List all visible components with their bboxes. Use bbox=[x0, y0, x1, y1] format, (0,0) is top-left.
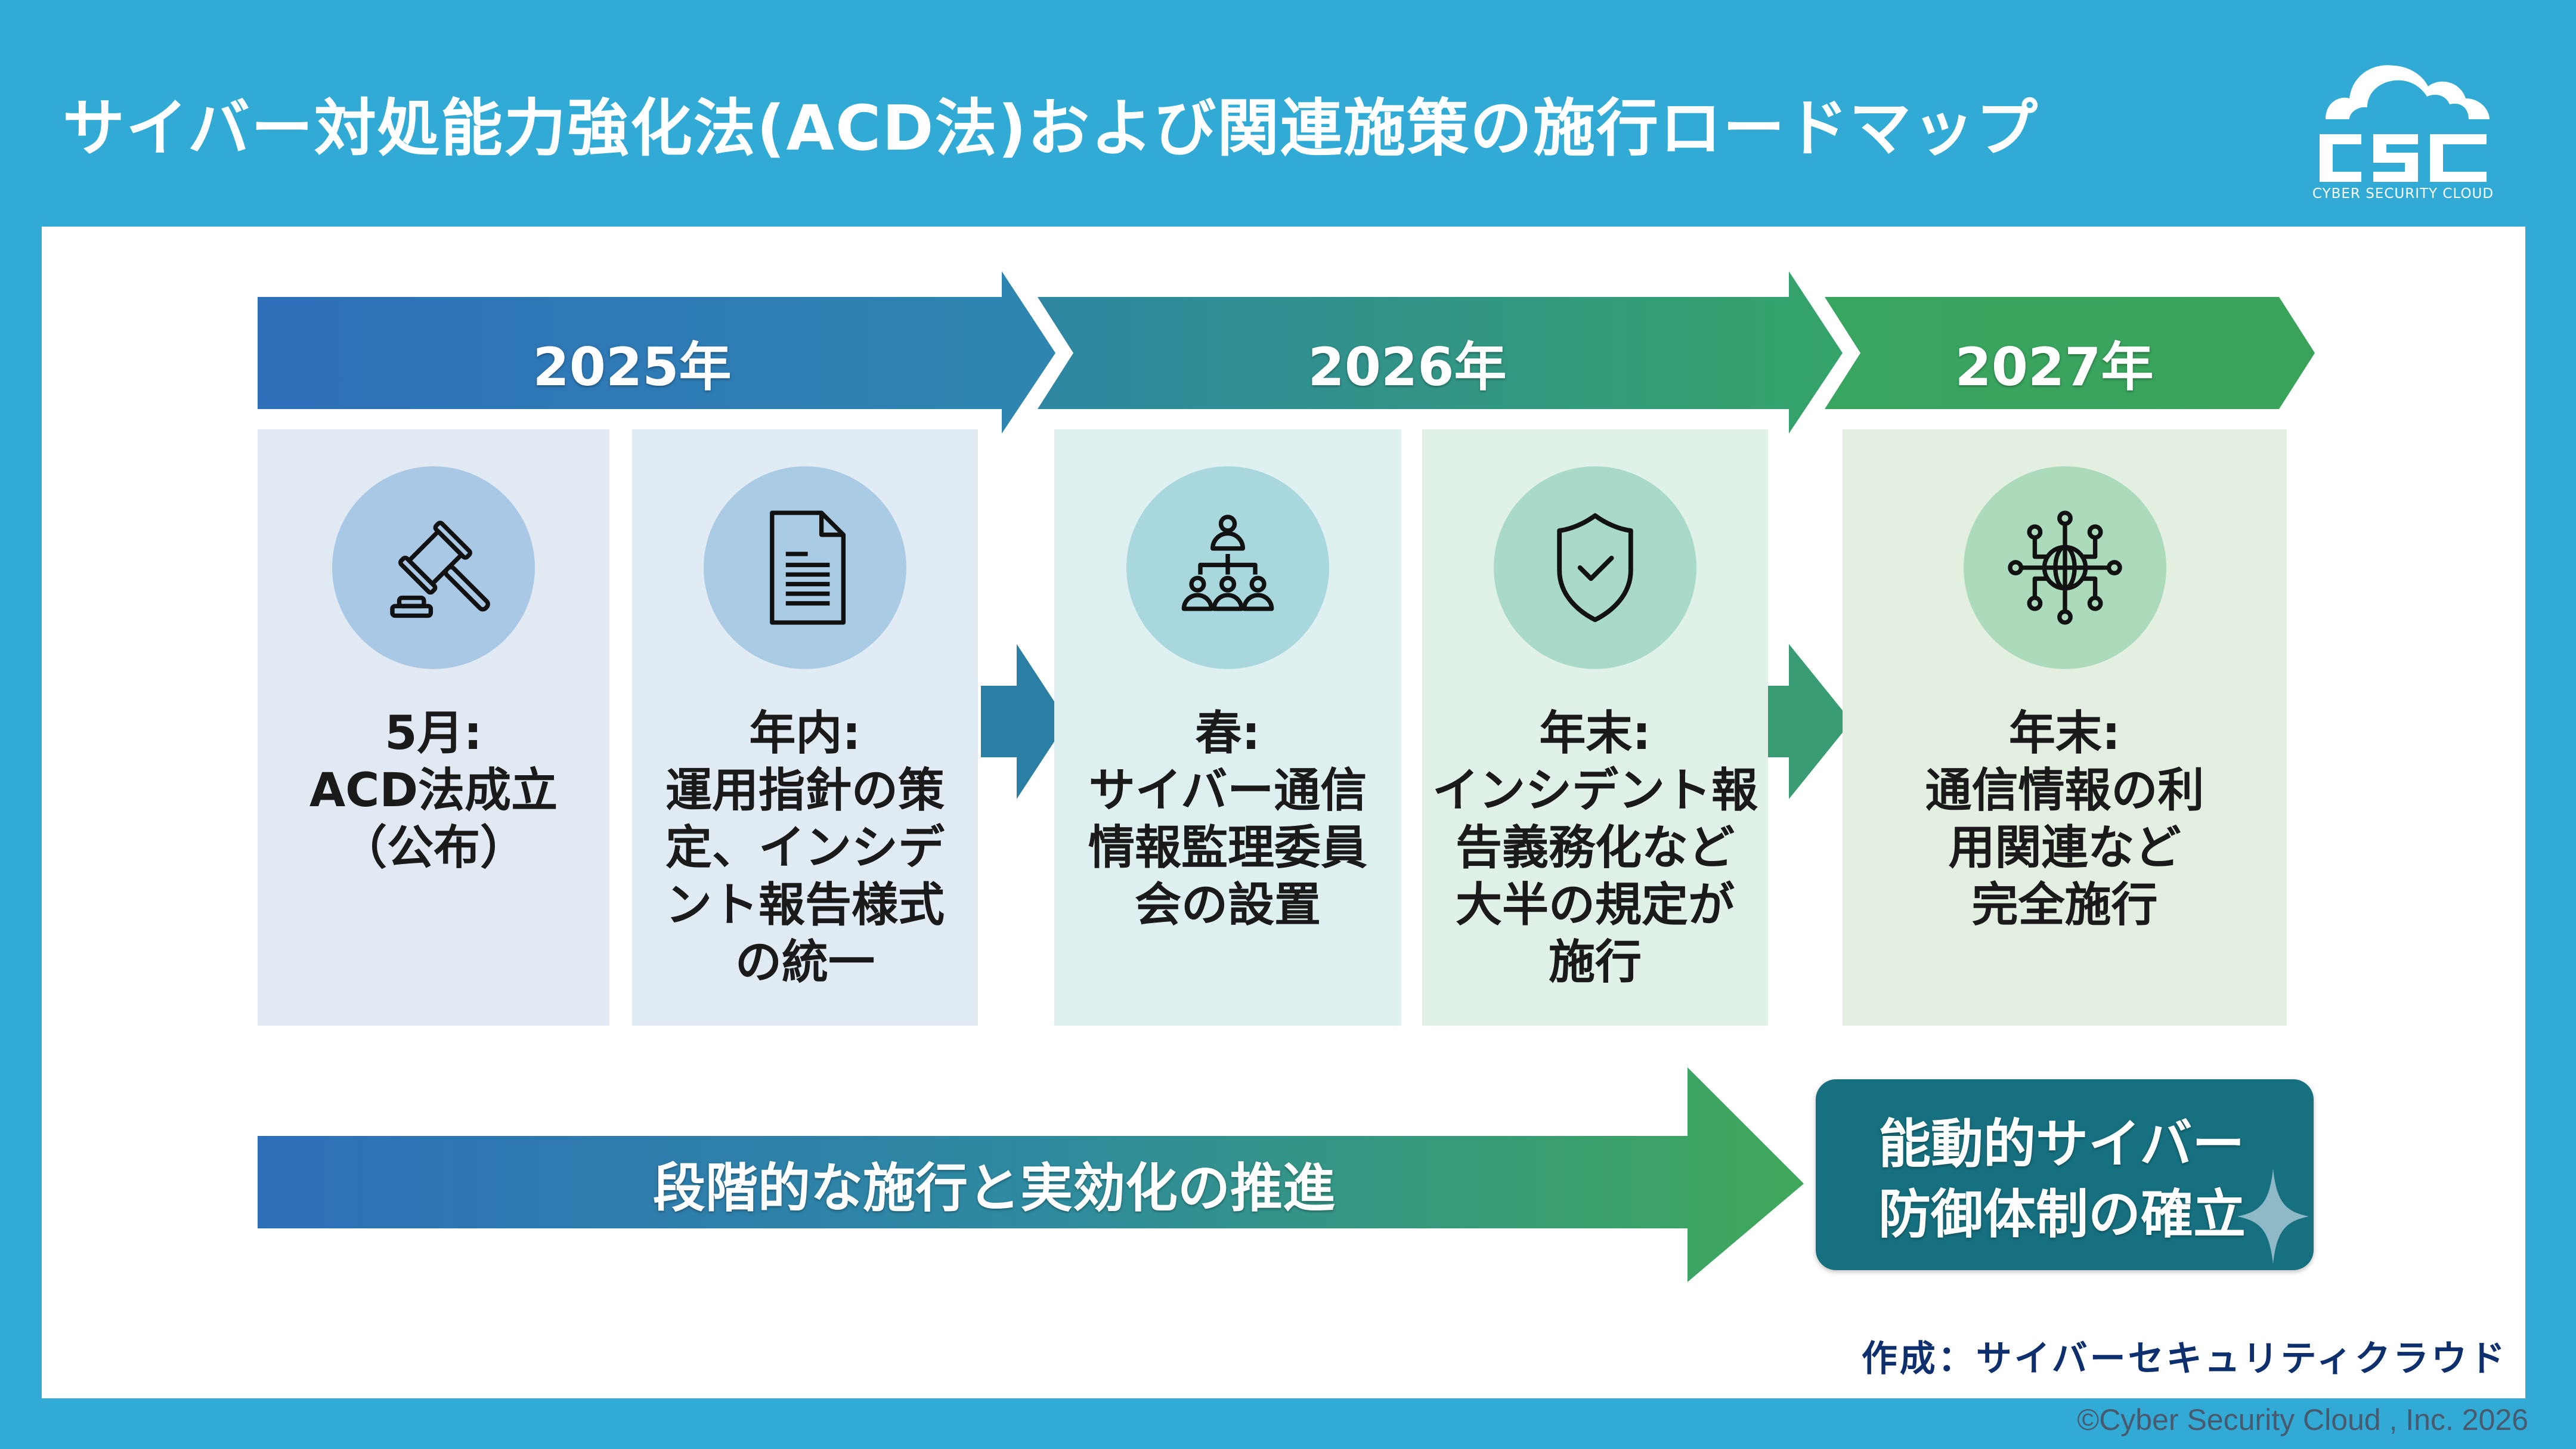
milestone-text: 5月: ACD法成立 （公布） bbox=[309, 707, 558, 875]
milestone-card: 年末: インシデント報 告義務化など 大半の規定が 施行 bbox=[1422, 429, 1768, 1026]
milestone-card: 5月: ACD法成立 （公布） bbox=[258, 429, 609, 1026]
network-globe-icon bbox=[2007, 510, 2122, 625]
goal-text: 能動的サイバー 防御体制の確立 bbox=[1878, 1113, 2246, 1245]
icon-circle bbox=[1963, 466, 2166, 669]
goal-box: 能動的サイバー 防御体制の確立 bbox=[1816, 1079, 2314, 1270]
cloud-icon: CYBER SECURITY CLOUD bbox=[2312, 65, 2494, 202]
org-chart-icon bbox=[1181, 515, 1274, 611]
progress-label: 段階的な施行と実効化の推進 bbox=[653, 1157, 1336, 1219]
icon-circle bbox=[1126, 466, 1329, 669]
icon-circle bbox=[1494, 466, 1696, 669]
company-logo: CYBER SECURITY CLOUD bbox=[2290, 42, 2516, 203]
milestone-text: 年末: 通信情報の利 用関連など 完全施行 bbox=[1925, 707, 2205, 932]
year-label-2026: 2026年 bbox=[1308, 336, 1507, 398]
svg-text:CYBER SECURITY CLOUD: CYBER SECURITY CLOUD bbox=[2312, 186, 2494, 202]
shield-check-icon bbox=[1557, 513, 1633, 623]
page-title: サイバー対処能力強化法(ACD法)および関連施策の施行ロードマップ bbox=[63, 92, 2039, 165]
icon-circle bbox=[332, 466, 535, 669]
milestone-card: 年末: 通信情報の利 用関連など 完全施行 bbox=[1843, 429, 2287, 1026]
sparkle-icon bbox=[2237, 1169, 2309, 1264]
year-label-2025: 2025年 bbox=[532, 336, 732, 398]
gavel-icon bbox=[390, 521, 490, 618]
milestone-text: 春: サイバー通信 情報監理委員 会の設置 bbox=[1088, 707, 1367, 932]
document-icon bbox=[770, 510, 846, 625]
year-label-2027: 2027年 bbox=[1955, 336, 2154, 398]
milestone-card: 春: サイバー通信 情報監理委員 会の設置 bbox=[1054, 429, 1401, 1026]
milestone-card: 年内: 運用指針の策 定、インシデ ント報告様式 の統一 bbox=[632, 429, 978, 1026]
milestone-text: 年末: インシデント報 告義務化など 大半の規定が 施行 bbox=[1432, 707, 1758, 989]
credit-text: 作成：サイバーセキュリティクラウド bbox=[1861, 1338, 2507, 1380]
milestone-text: 年内: 運用指針の策 定、インシデ ント報告様式 の統一 bbox=[665, 707, 945, 989]
icon-circle bbox=[704, 466, 906, 669]
copyright-text: ©Cyber Security Cloud , Inc. 2026 bbox=[2077, 1403, 2528, 1436]
